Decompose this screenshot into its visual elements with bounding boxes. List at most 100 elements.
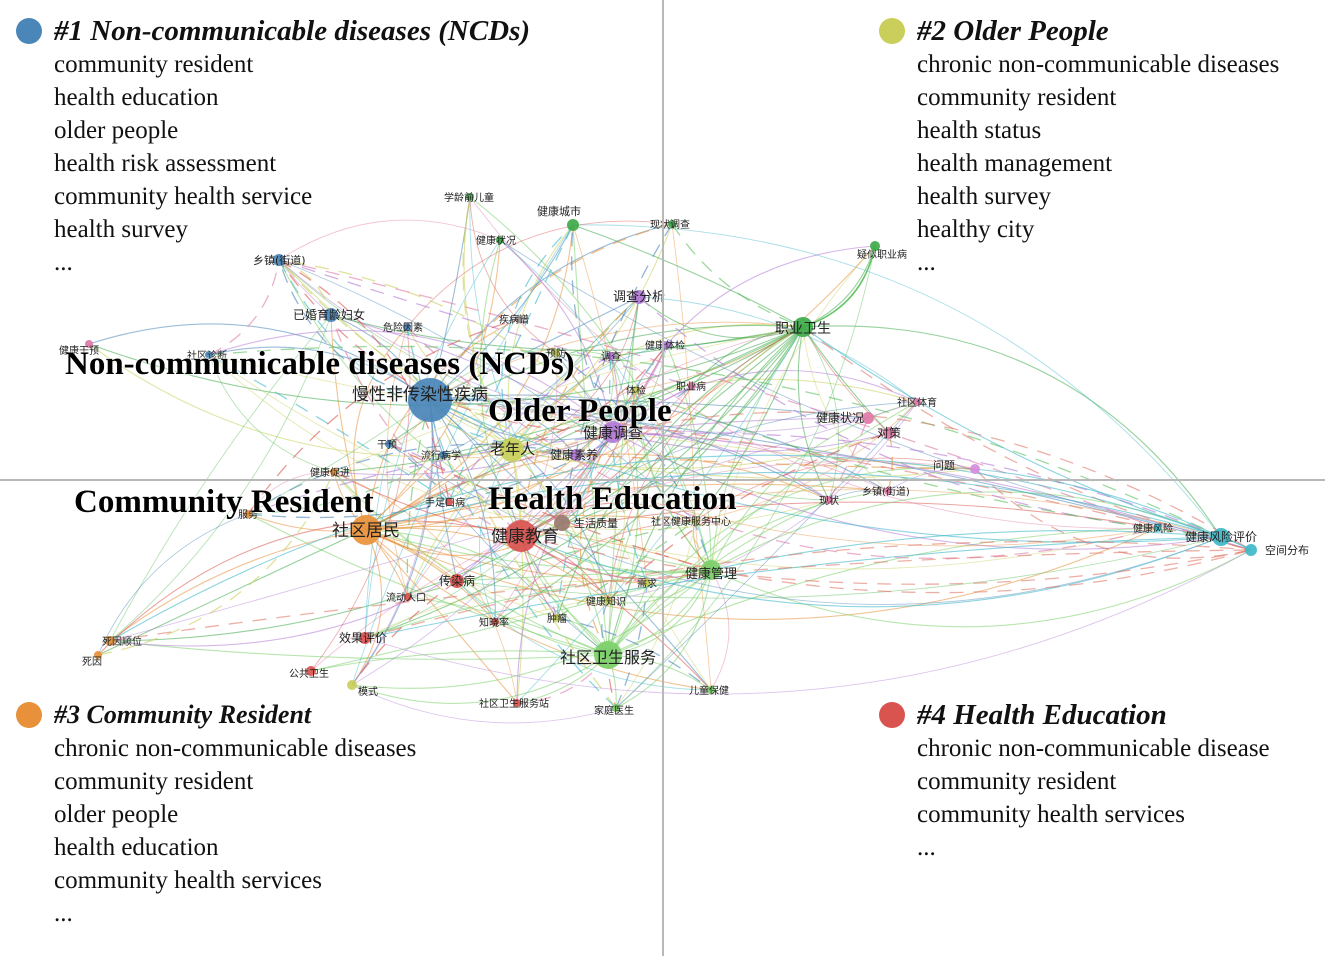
network-edge [456,431,614,582]
keyword-item: ... [54,249,73,276]
network-node [513,699,521,707]
network-edge [429,399,617,709]
network-edge [109,640,609,660]
node-label: 健康素养 [550,447,598,462]
node-label: 空间分布 [1265,543,1309,557]
keyword-item: health risk assessment [54,150,277,177]
network-edge [278,259,712,571]
network-node [688,382,696,390]
cluster-4-legend: #4 Health Education chronic non-communic… [879,698,1270,864]
network-edge [364,239,501,639]
keyword-item: community health services [54,867,322,894]
network-edge [612,431,1222,550]
network-edge [407,326,804,598]
network-edge [556,520,696,619]
network-edge [456,569,712,582]
node-label: 健康知识 [586,595,626,608]
node-label: 手足口病 [425,496,465,509]
network-edge [511,296,640,451]
network-edge [365,529,496,623]
network-edge [330,314,648,584]
network-edge [561,489,1222,538]
node-label: 现状 [819,494,839,507]
keyword-item: ... [917,834,936,861]
network-node [612,704,620,712]
network-edge [442,296,640,456]
network-edge [607,569,712,656]
network-edge [555,352,830,501]
node-label: 慢性非传染性疾病 [352,384,488,405]
network-edge [351,684,617,724]
network-edge [109,314,332,642]
network-edge [802,325,1222,538]
cluster-3-legend: #3 Community Resident chronic non-commun… [16,698,416,930]
keyword-item: ... [917,249,936,276]
community-resident-cluster-label: Community Resident [74,484,374,520]
network-edge [109,529,367,642]
node-label: 健康促进 [310,466,350,479]
network-edge [572,224,804,328]
node-label: 老年人 [490,440,535,458]
node-label: 社区健康服务中心 [651,515,731,528]
node-label: 健康城市 [537,204,581,218]
network-edge [278,259,693,387]
cluster-3-title: #3 Community Resident [54,700,312,729]
network-edge [511,432,890,469]
network-edge [247,432,1222,538]
network-edge [501,224,574,451]
network-edge [97,513,249,656]
node-label: 传染病 [439,573,475,588]
network-edge [208,354,830,531]
network-edge [88,343,513,458]
network-edge [579,431,614,656]
network-node [663,341,671,349]
network-edge [330,314,804,351]
network-edge [278,259,614,433]
network-edge [406,326,513,451]
network-edge [710,245,876,571]
node-label: 死因顺位 [102,635,142,648]
network-edge [507,224,574,451]
network-node [85,340,93,348]
network-edge [469,196,712,571]
network-node [205,351,213,359]
network-edge [511,323,804,451]
network-node [862,412,874,424]
network-node [553,614,561,622]
network-edge [612,417,869,433]
network-node [505,520,537,552]
network-edge [511,344,668,451]
network-node [351,515,381,545]
network-edge [575,454,712,691]
network-edge [365,529,712,691]
network-edge [638,296,918,403]
network-node [330,468,338,476]
network-edge [802,326,890,434]
network-edge [278,259,696,522]
keyword-item: chronic non-communicable diseases [917,51,1280,78]
network-edge [710,569,730,691]
network-edge [469,196,563,524]
network-edge [109,431,614,647]
network-node [594,641,622,669]
node-label: 健康管理 [685,566,737,582]
network-node [347,680,357,690]
cluster-2-keywords: chronic non-communicable diseases commun… [879,48,1279,279]
node-label: 家庭医生 [594,704,634,717]
cluster-4-title: #4 Health Education [917,699,1167,731]
network-edge [429,349,612,401]
network-node [404,593,412,601]
keyword-item: community health services [917,801,1185,828]
keyword-item: health survey [917,183,1051,210]
network-edge [802,326,890,434]
network-node [913,398,921,406]
network-edge [278,259,1158,529]
network-edge [247,471,335,515]
network-node [408,378,452,422]
node-label: 需求 [637,578,657,590]
node-label: 乡镇(街道) [862,485,910,498]
network-edge [208,354,976,470]
keyword-item: community health service [54,183,313,210]
network-edge [388,443,1222,605]
network-edge [310,650,609,672]
